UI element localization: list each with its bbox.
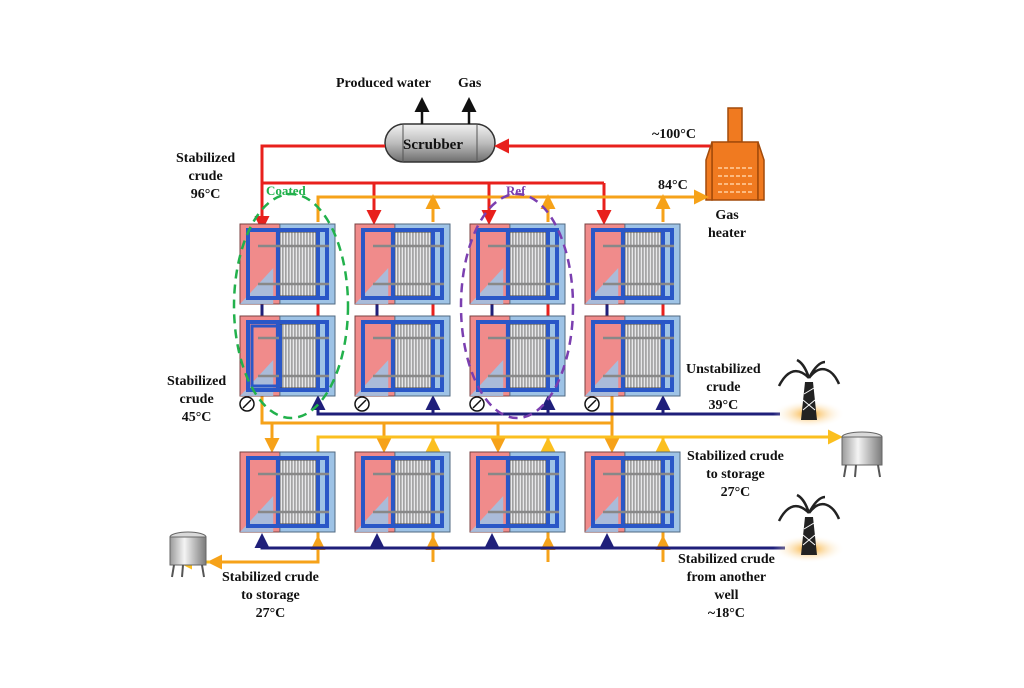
cold-crude-lines: [254, 302, 785, 550]
heat-exchanger-layer: [239, 223, 681, 533]
heat-exchanger-unit: [354, 223, 451, 305]
heat-exchanger-unit: [469, 223, 566, 305]
gas-label: Gas: [458, 76, 482, 91]
produced-water-label: Produced water: [336, 76, 431, 91]
heat-exchanger-unit: [584, 315, 681, 397]
hot-crude-lines: [254, 138, 710, 318]
warm-crude-lines: [207, 189, 709, 570]
heat-exchanger-unit: [354, 451, 451, 533]
oil-well-icon-2: [773, 493, 845, 563]
heat-exchanger-unit: [239, 223, 336, 305]
coated-group-label: Coated: [266, 183, 306, 198]
storage-tank-icon-right: [841, 431, 883, 478]
ref-group-label: Ref: [506, 183, 526, 198]
coated-group-outline: [232, 192, 350, 420]
heat-exchanger-unit: [469, 315, 566, 397]
storage-tank-icon-left: [169, 531, 207, 578]
heat-exchanger-unit: [354, 315, 451, 397]
oil-well-icon: [773, 358, 845, 428]
heat-exchanger-unit: [239, 451, 336, 533]
heat-exchanger-unit: [469, 451, 566, 533]
heat-exchanger-unit: [584, 451, 681, 533]
scrubber-label: Scrubber: [403, 137, 463, 153]
pressure-gauges: [239, 396, 600, 412]
heater-temp-label: ~100°C: [652, 127, 696, 142]
heat-exchanger-unit: [239, 315, 336, 397]
heat-exchanger-unit: [584, 223, 681, 305]
heater-outlet-temp-label: 84°C: [658, 178, 688, 193]
gas-heater-icon: [705, 107, 765, 201]
ref-group-outline: [459, 192, 575, 420]
